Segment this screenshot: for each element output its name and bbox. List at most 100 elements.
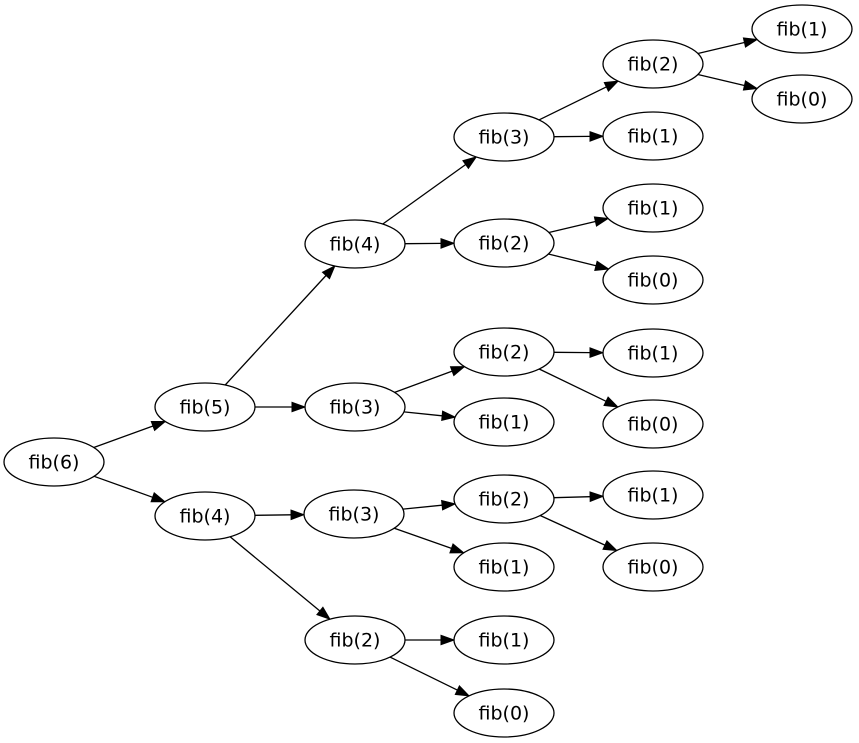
edge-fib3c-fib2d	[402, 499, 457, 511]
arrowhead-icon	[602, 539, 619, 552]
arrowhead-icon	[603, 80, 620, 92]
node-label: fib(4)	[330, 234, 381, 256]
node-label: fib(2)	[330, 630, 381, 652]
arrowhead-icon	[449, 543, 466, 554]
arrowhead-icon	[440, 237, 456, 249]
node-fib3c: fib(3)	[303, 489, 405, 539]
edge-fib2e-fib1h	[405, 634, 456, 646]
node-label: fib(1)	[628, 485, 679, 507]
node-label: fib(2)	[479, 233, 530, 255]
arrowhead-icon	[441, 499, 457, 511]
arrowhead-icon	[742, 37, 759, 48]
node-label: fib(0)	[628, 414, 679, 436]
edge-fib2e-fib0e	[389, 656, 471, 697]
node-fib1b: fib(1)	[602, 111, 704, 161]
arrowhead-icon	[316, 606, 332, 621]
node-ellipse	[453, 688, 555, 738]
edge-fib2a-fib1a	[697, 37, 759, 55]
edge-line	[93, 475, 153, 498]
arrowhead-icon	[454, 685, 471, 697]
node-label: fib(1)	[479, 412, 530, 434]
arrowhead-icon	[150, 492, 167, 503]
node-label: fib(2)	[479, 489, 530, 511]
node-ellipse	[602, 255, 704, 305]
edge-line	[538, 368, 607, 402]
node-label: fib(2)	[628, 54, 679, 76]
node-fib0c: fib(0)	[602, 399, 704, 449]
edge-fib2b-fib1c	[548, 216, 610, 234]
edge-fib3c-fib1g	[394, 527, 466, 554]
node-fib6: fib(6)	[3, 437, 105, 487]
node-ellipse	[751, 4, 853, 54]
arrowhead-icon	[449, 366, 466, 377]
edge-fib3a-fib2a	[538, 80, 620, 121]
node-ellipse	[154, 382, 256, 432]
arrowhead-icon	[594, 260, 611, 271]
arrowhead-icon	[589, 130, 605, 142]
node-fib1d: fib(1)	[602, 328, 704, 378]
node-fib1c: fib(1)	[602, 183, 704, 233]
edge-line	[538, 86, 607, 121]
node-ellipse	[602, 399, 704, 449]
edge-fib2d-fib1f	[553, 491, 605, 503]
node-label: fib(1)	[479, 630, 530, 652]
node-label: fib(1)	[628, 198, 679, 220]
node-fib5: fib(5)	[154, 382, 256, 432]
node-fib4a: fib(4)	[304, 219, 406, 269]
edge-line	[93, 425, 154, 449]
node-ellipse	[453, 542, 555, 592]
edge-fib2d-fib0d	[539, 514, 619, 552]
node-fib1f: fib(1)	[602, 470, 704, 520]
node-label: fib(5)	[180, 397, 231, 419]
node-label: fib(1)	[479, 557, 530, 579]
arrowhead-icon	[150, 421, 167, 432]
node-fib2d: fib(2)	[453, 474, 555, 524]
node-label: fib(6)	[29, 452, 80, 474]
edge-fib2c-fib0c	[538, 368, 620, 408]
arrowhead-icon	[291, 401, 307, 413]
node-fib1e: fib(1)	[453, 397, 555, 447]
node-fib2a: fib(2)	[602, 39, 704, 89]
edge-line	[394, 527, 452, 550]
arrowhead-icon	[742, 80, 759, 91]
node-ellipse	[751, 74, 853, 124]
edge-fib6-fib4b	[93, 475, 167, 503]
arrowhead-icon	[589, 347, 605, 359]
edge-fib4b-fib2e	[229, 536, 332, 621]
node-ellipse	[602, 328, 704, 378]
node-fib0e: fib(0)	[453, 688, 555, 738]
edge-fib5-fib3b	[255, 401, 307, 413]
arrowhead-icon	[441, 410, 457, 422]
edge-line	[548, 253, 597, 267]
node-ellipse	[154, 491, 256, 541]
node-ellipse	[304, 382, 406, 432]
node-fib0d: fib(0)	[602, 542, 704, 592]
node-label: fib(4)	[180, 506, 231, 528]
node-label: fib(2)	[479, 342, 530, 364]
edge-line	[224, 275, 327, 386]
node-fib2e: fib(2)	[304, 615, 406, 665]
edge-line	[389, 656, 458, 691]
node-ellipse	[303, 489, 405, 539]
node-ellipse	[453, 112, 555, 162]
node-ellipse	[3, 437, 105, 487]
edge-fib2b-fib0b	[548, 253, 611, 271]
edge-line	[254, 514, 292, 516]
node-fib3b: fib(3)	[304, 382, 406, 432]
node-ellipse	[453, 327, 555, 377]
node-ellipse	[453, 474, 555, 524]
node-label: fib(0)	[628, 557, 679, 579]
node-fib4b: fib(4)	[154, 491, 256, 541]
arrowhead-icon	[593, 216, 610, 227]
edge-line	[229, 536, 321, 612]
edge-fib3a-fib1b	[553, 130, 605, 142]
node-fib2b: fib(2)	[453, 218, 555, 268]
edge-fib4b-fib3c	[254, 509, 306, 521]
node-label: fib(3)	[329, 504, 380, 526]
node-label: fib(0)	[777, 89, 828, 111]
arrowhead-icon	[603, 396, 620, 408]
arrowhead-icon	[321, 264, 336, 280]
node-label: fib(3)	[330, 397, 381, 419]
edge-fib2a-fib0a	[697, 73, 759, 91]
